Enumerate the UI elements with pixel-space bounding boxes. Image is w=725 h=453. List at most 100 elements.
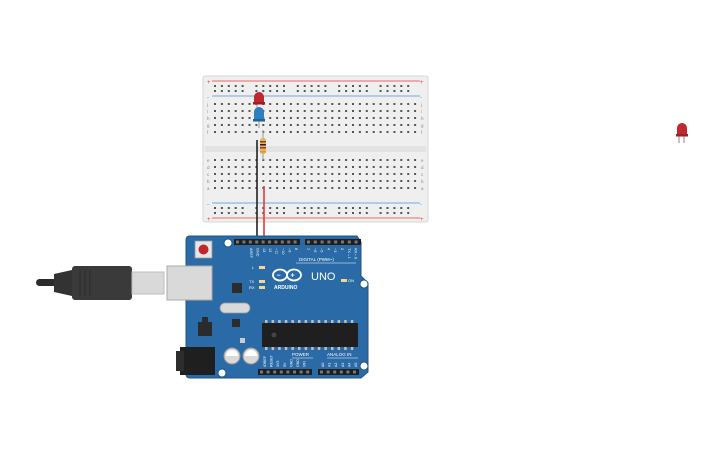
- breadboard-hole[interactable]: [234, 90, 237, 92]
- breadboard-hole[interactable]: [227, 85, 230, 87]
- breadboard-hole[interactable]: [331, 110, 334, 112]
- breadboard-hole[interactable]: [345, 166, 348, 168]
- breadboard-hole[interactable]: [227, 90, 230, 92]
- analog-header-pin[interactable]: [339, 370, 343, 374]
- breadboard-hole[interactable]: [379, 212, 382, 214]
- breadboard-hole[interactable]: [379, 110, 382, 112]
- breadboard-hole[interactable]: [324, 207, 327, 209]
- breadboard-hole[interactable]: [338, 110, 341, 112]
- breadboard-hole[interactable]: [358, 124, 361, 126]
- breadboard-hole[interactable]: [379, 180, 382, 182]
- breadboard-hole[interactable]: [324, 110, 327, 112]
- power-header-pin[interactable]: [293, 370, 296, 374]
- breadboard-hole[interactable]: [345, 103, 348, 105]
- breadboard-hole[interactable]: [358, 212, 361, 214]
- digital-header-pin[interactable]: [287, 240, 291, 244]
- breadboard-hole[interactable]: [324, 103, 327, 105]
- breadboard-hole[interactable]: [331, 124, 334, 126]
- breadboard-hole[interactable]: [414, 103, 417, 105]
- breadboard-hole[interactable]: [407, 166, 410, 168]
- breadboard-hole[interactable]: [393, 124, 396, 126]
- breadboard-hole[interactable]: [276, 207, 279, 209]
- breadboard-hole[interactable]: [358, 180, 361, 182]
- breadboard-hole[interactable]: [234, 159, 237, 161]
- breadboard-hole[interactable]: [310, 159, 313, 161]
- breadboard-hole[interactable]: [214, 117, 216, 119]
- breadboard-hole[interactable]: [303, 124, 306, 126]
- breadboard-hole[interactable]: [283, 173, 285, 175]
- breadboard-hole[interactable]: [372, 103, 375, 105]
- breadboard-hole[interactable]: [407, 103, 410, 105]
- breadboard-hole[interactable]: [393, 117, 396, 119]
- breadboard-hole[interactable]: [407, 110, 410, 112]
- breadboard-hole[interactable]: [289, 103, 292, 105]
- breadboard-hole[interactable]: [372, 159, 375, 161]
- breadboard-hole[interactable]: [400, 180, 403, 182]
- breadboard-hole[interactable]: [248, 166, 251, 168]
- breadboard-hole[interactable]: [379, 85, 382, 87]
- breadboard-hole[interactable]: [345, 90, 348, 92]
- breadboard-hole[interactable]: [352, 166, 354, 168]
- breadboard-hole[interactable]: [234, 124, 237, 126]
- breadboard-hole[interactable]: [407, 117, 410, 119]
- breadboard-hole[interactable]: [214, 131, 216, 133]
- power-header-pin[interactable]: [260, 370, 263, 374]
- breadboard-hole[interactable]: [220, 110, 223, 112]
- breadboard-hole[interactable]: [269, 117, 272, 119]
- breadboard-hole[interactable]: [248, 117, 251, 119]
- breadboard-hole[interactable]: [269, 131, 272, 133]
- breadboard-hole[interactable]: [407, 180, 410, 182]
- analog-header-pin[interactable]: [353, 370, 356, 374]
- breadboard-hole[interactable]: [400, 173, 403, 175]
- breadboard-hole[interactable]: [269, 187, 272, 189]
- breadboard-hole[interactable]: [303, 173, 306, 175]
- breadboard-hole[interactable]: [296, 103, 299, 105]
- breadboard-hole[interactable]: [227, 159, 230, 161]
- breadboard-hole[interactable]: [386, 85, 389, 87]
- analog-header-pin[interactable]: [333, 370, 337, 374]
- breadboard-hole[interactable]: [310, 124, 313, 126]
- breadboard-hole[interactable]: [393, 110, 396, 112]
- breadboard-hole[interactable]: [310, 166, 313, 168]
- breadboard-hole[interactable]: [379, 207, 382, 209]
- breadboard-hole[interactable]: [365, 131, 368, 133]
- breadboard-hole[interactable]: [358, 131, 361, 133]
- breadboard-hole[interactable]: [241, 173, 244, 175]
- breadboard-hole[interactable]: [296, 180, 299, 182]
- breadboard-hole[interactable]: [214, 85, 216, 87]
- breadboard-hole[interactable]: [303, 117, 306, 119]
- breadboard-hole[interactable]: [296, 159, 299, 161]
- digital-header-pin[interactable]: [280, 240, 284, 244]
- breadboard-hole[interactable]: [248, 124, 251, 126]
- breadboard-hole[interactable]: [386, 207, 389, 209]
- breadboard-hole[interactable]: [317, 180, 320, 182]
- breadboard-hole[interactable]: [352, 110, 354, 112]
- breadboard-hole[interactable]: [393, 90, 396, 92]
- breadboard-hole[interactable]: [345, 187, 348, 189]
- breadboard-hole[interactable]: [407, 159, 410, 161]
- breadboard-hole[interactable]: [310, 180, 313, 182]
- breadboard-hole[interactable]: [220, 187, 223, 189]
- breadboard-hole[interactable]: [283, 90, 285, 92]
- breadboard-hole[interactable]: [379, 166, 382, 168]
- breadboard-hole[interactable]: [407, 90, 410, 92]
- breadboard-hole[interactable]: [269, 173, 272, 175]
- breadboard-hole[interactable]: [283, 212, 285, 214]
- breadboard-hole[interactable]: [400, 212, 403, 214]
- breadboard-hole[interactable]: [241, 180, 244, 182]
- breadboard-hole[interactable]: [276, 90, 279, 92]
- breadboard-hole[interactable]: [220, 159, 223, 161]
- breadboard-hole[interactable]: [269, 85, 272, 87]
- breadboard-hole[interactable]: [358, 159, 361, 161]
- breadboard-hole[interactable]: [262, 173, 265, 175]
- power-header-pin[interactable]: [299, 370, 303, 374]
- breadboard-hole[interactable]: [393, 85, 396, 87]
- breadboard-hole[interactable]: [352, 85, 354, 87]
- breadboard-hole[interactable]: [338, 131, 341, 133]
- breadboard-hole[interactable]: [345, 85, 348, 87]
- breadboard-hole[interactable]: [331, 173, 334, 175]
- breadboard-hole[interactable]: [379, 124, 382, 126]
- breadboard-hole[interactable]: [365, 212, 368, 214]
- breadboard-hole[interactable]: [289, 117, 292, 119]
